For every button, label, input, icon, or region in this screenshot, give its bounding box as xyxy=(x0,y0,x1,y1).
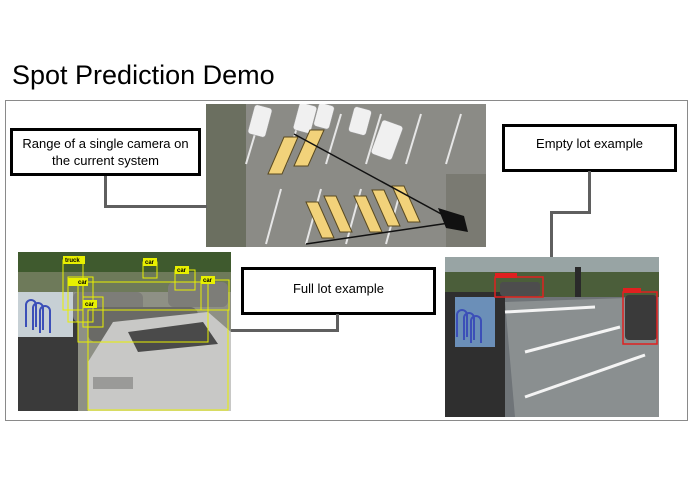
det-label-car-4: car xyxy=(177,268,187,274)
camera-range-text: Range of a single camera on the current … xyxy=(22,136,189,168)
det-label-car-5: car xyxy=(203,278,213,284)
det-label-car-1: car xyxy=(78,280,88,286)
empty-lot-image xyxy=(445,257,659,417)
empty-lot-text: Empty lot example xyxy=(536,136,643,151)
aerial-view-image xyxy=(206,104,486,247)
camera-range-connector-h xyxy=(104,205,207,208)
full-lot-text: Full lot example xyxy=(292,281,385,296)
camera-range-connector-v xyxy=(104,175,107,208)
content-frame xyxy=(5,100,688,421)
det-label-car-3: car xyxy=(145,260,155,266)
full-lot-image: truck car car car car car xyxy=(18,252,231,411)
camera-range-callout: Range of a single camera on the current … xyxy=(10,128,201,176)
empty-lot-callout: Empty lot example xyxy=(502,124,677,172)
empty-lot-connector-h xyxy=(550,211,591,214)
full-lot-connector-v xyxy=(336,314,339,332)
full-lot-connector-h xyxy=(231,329,339,332)
full-lot-callout: Full lot example xyxy=(241,267,436,315)
det-label-car-2: car xyxy=(85,302,95,308)
empty-lot-connector-v xyxy=(588,171,591,214)
det-label-truck: truck xyxy=(65,258,80,264)
empty-lot-connector-v2 xyxy=(550,211,553,257)
page-title: Spot Prediction Demo xyxy=(12,60,275,90)
